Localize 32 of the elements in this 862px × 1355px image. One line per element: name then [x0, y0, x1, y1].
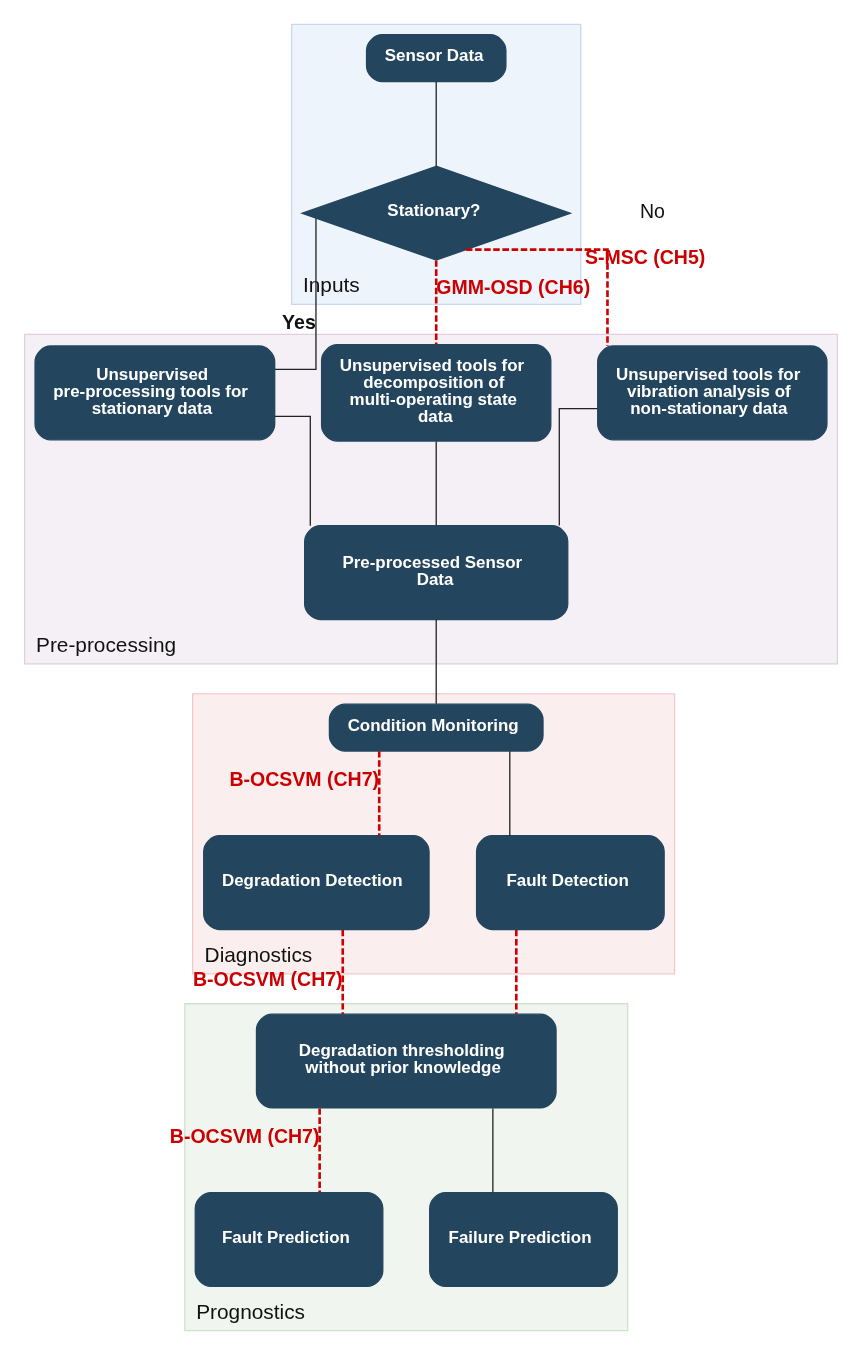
node-box: Pre-processed Sensor Data: [304, 525, 569, 621]
node-box: Fault Detection: [475, 835, 665, 931]
connector: [492, 1107, 494, 1194]
connector: [274, 217, 317, 371]
connector: [434, 260, 438, 345]
edge-label: Yes: [282, 310, 316, 333]
edge-label: B-OCSVM (CH7): [169, 1124, 320, 1147]
edge-label: S-MSC (CH5): [584, 245, 706, 268]
node-box: Sensor Data: [365, 34, 507, 83]
edge-label: GMM-OSD (CH6): [436, 276, 591, 299]
node-box: Fault Prediction: [194, 1192, 384, 1288]
label: No: [639, 199, 665, 222]
connector: [558, 407, 599, 527]
connector: [509, 750, 511, 837]
node-box: Unsupervised tools for decomposition of multi-operating state data: [320, 344, 552, 442]
connector: [435, 440, 437, 526]
connector: [341, 930, 345, 1015]
connector: [466, 248, 609, 346]
connector: [435, 618, 437, 705]
node-box: Condition Monitoring: [328, 703, 544, 752]
node-box: Unsupervised pre-processing tools for stationary data: [34, 345, 276, 441]
node-box: Degradation Detection: [203, 835, 430, 931]
node-box: Degradation thresholding without prior knowledge: [255, 1013, 557, 1109]
node-box: Unsupervised tools for vibration analysis of non-stationary data: [597, 345, 828, 441]
node-box: Failure Prediction: [429, 1192, 618, 1288]
connector: [435, 81, 437, 167]
connector: [377, 751, 381, 836]
connector: [274, 415, 311, 527]
connector: [515, 930, 518, 1015]
connector: [318, 1108, 321, 1193]
node-diamond: Stationary?: [300, 165, 573, 261]
edge-label: B-OCSVM (CH7): [229, 767, 380, 790]
